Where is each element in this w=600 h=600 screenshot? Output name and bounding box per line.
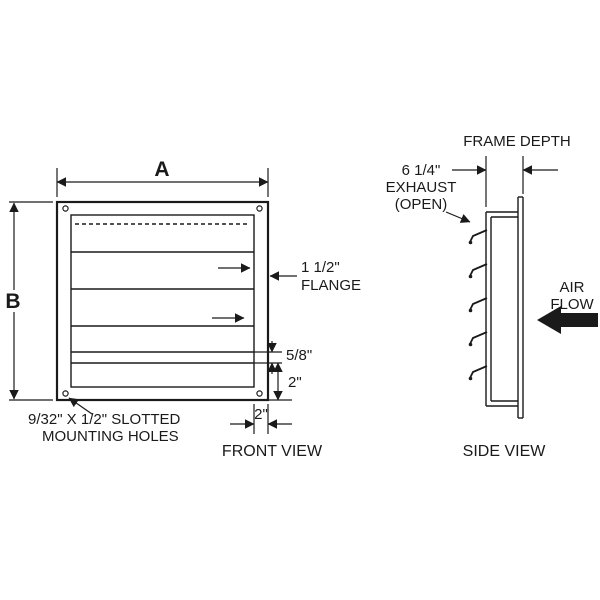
frame-side-dimension: 2" [230, 404, 292, 434]
frame-depth-label: FRAME DEPTH [463, 133, 571, 150]
frame-bottom-label: 2" [288, 374, 302, 391]
side-view-caption: SIDE VIEW [463, 443, 547, 460]
louver-blade [468, 297, 488, 313]
dim-a-label: A [154, 158, 169, 181]
louver-lines [71, 223, 254, 364]
exhaust-word-label: EXHAUST [386, 179, 457, 196]
exhaust-open-callout: 6 1/4" EXHAUST (OPEN) [386, 162, 471, 223]
mounting-note-line2: MOUNTING HOLES [42, 428, 179, 445]
front-view: A B 1 1/2" FLANGE 5/8" 2" [5, 158, 361, 460]
air-label-2: FLOW [550, 296, 594, 313]
mounting-holes-note: 9/32" X 1/2" SLOTTED MOUNTING HOLES [28, 397, 181, 445]
outer-frame [55, 200, 270, 402]
exhaust-state-label: (OPEN) [395, 196, 448, 213]
flange-word-label: FLANGE [301, 277, 361, 294]
mounting-hole-bottom-right [256, 390, 263, 397]
mounting-hole-bottom-left [62, 390, 69, 397]
side-view: FRAME DEPTH 6 1/4" EXHAUST (OPEN) AIR FL… [386, 133, 598, 460]
side-frame-profile [485, 196, 524, 419]
frame-side-label: 2" [254, 406, 268, 423]
blade-overlap-label: 5/8" [286, 347, 312, 364]
side-louver-blades [468, 229, 488, 381]
louver-blade [468, 229, 488, 245]
dimension-a: A [56, 158, 269, 197]
air-label-1: AIR [559, 279, 584, 296]
flange-callout: 1 1/2" FLANGE [269, 259, 361, 294]
air-flow-arrow-icon [537, 306, 598, 334]
front-view-caption: FRONT VIEW [222, 443, 323, 460]
dim-b-label: B [5, 290, 20, 313]
frame-depth-dimension: FRAME DEPTH [452, 133, 571, 207]
inner-frame [70, 214, 255, 388]
louver-blade [468, 331, 488, 347]
mounting-hole-top-right [256, 205, 263, 212]
frame-bottom-dimension: 2" [268, 362, 302, 401]
front-frame [55, 200, 270, 402]
mounting-note-line1: 9/32" X 1/2" SLOTTED [28, 411, 181, 428]
leader-arrow [445, 211, 471, 223]
mounting-hole-top-left [62, 205, 69, 212]
flange-size-label: 1 1/2" [301, 259, 340, 276]
louver-blade [468, 263, 488, 279]
blade-overlap-dimension: 5/8" [254, 341, 312, 374]
dimension-b: B [5, 201, 53, 401]
exhaust-dim-label: 6 1/4" [402, 162, 441, 179]
air-flow-annotation: AIR FLOW [537, 279, 598, 334]
leader-arrow [68, 397, 93, 415]
louver-blade [468, 365, 488, 381]
